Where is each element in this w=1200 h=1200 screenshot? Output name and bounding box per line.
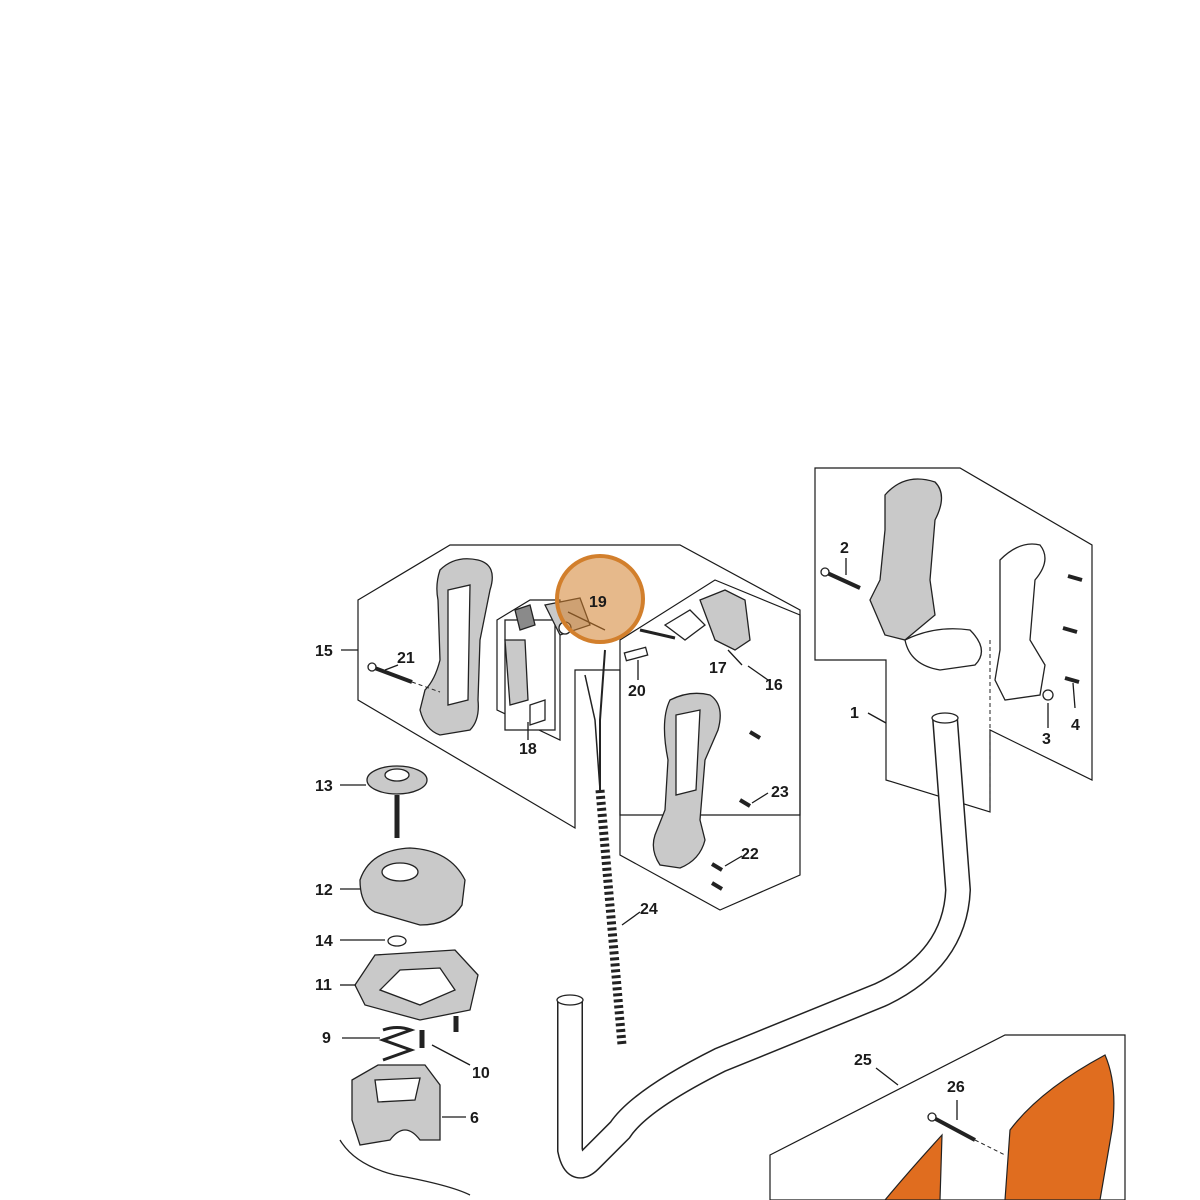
cable-sheath-24 xyxy=(595,789,627,1046)
throttle-lever xyxy=(699,589,751,651)
group-frame-16 xyxy=(619,579,801,911)
callout-14[interactable]: 14 xyxy=(315,933,333,950)
group-frame-25 xyxy=(769,1034,1126,1200)
screw-21 xyxy=(371,665,413,684)
callout-18[interactable]: 18 xyxy=(519,741,537,758)
callout-23[interactable]: 23 xyxy=(771,784,789,801)
orange-panel-large xyxy=(1004,1054,1115,1200)
callout-11[interactable]: 11 xyxy=(315,977,332,994)
callout-6[interactable]: 6 xyxy=(470,1110,479,1127)
callout-15[interactable]: 15 xyxy=(315,643,333,660)
screw-26 xyxy=(931,1115,976,1142)
highlight-circle-19 xyxy=(555,554,645,644)
callout-3[interactable]: 3 xyxy=(1042,731,1051,748)
throttle-cable xyxy=(599,649,606,790)
callout-1[interactable]: 1 xyxy=(850,705,859,722)
spring-9 xyxy=(378,1026,416,1062)
upper-handle-left xyxy=(869,478,943,641)
upper-handle-right xyxy=(994,543,1046,701)
callout-24[interactable]: 24 xyxy=(640,901,658,918)
callout-26[interactable]: 26 xyxy=(947,1079,965,1096)
group-frame-1 xyxy=(814,467,1093,813)
housing-6 xyxy=(351,1064,441,1146)
callout-16[interactable]: 16 xyxy=(765,677,783,694)
callout-22[interactable]: 22 xyxy=(741,846,759,863)
callout-21[interactable]: 21 xyxy=(397,650,415,667)
orange-panel-small xyxy=(884,1133,943,1200)
callout-10[interactable]: 10 xyxy=(472,1065,490,1082)
handle-tube xyxy=(557,717,972,1179)
cover-12 xyxy=(359,847,466,926)
ring-14 xyxy=(387,935,407,947)
left-handle-inner xyxy=(447,584,471,706)
callout-17[interactable]: 17 xyxy=(709,660,727,677)
callout-13[interactable]: 13 xyxy=(315,778,333,795)
callout-4[interactable]: 4 xyxy=(1071,717,1080,734)
callout-2[interactable]: 2 xyxy=(840,540,849,557)
callout-12[interactable]: 12 xyxy=(315,882,333,899)
group-frame-18 xyxy=(496,599,561,741)
callout-9[interactable]: 9 xyxy=(322,1030,331,1047)
pin-20 xyxy=(623,646,649,662)
callout-20[interactable]: 20 xyxy=(628,683,646,700)
callout-25[interactable]: 25 xyxy=(854,1052,872,1069)
callout-19[interactable]: 19 xyxy=(589,594,607,611)
